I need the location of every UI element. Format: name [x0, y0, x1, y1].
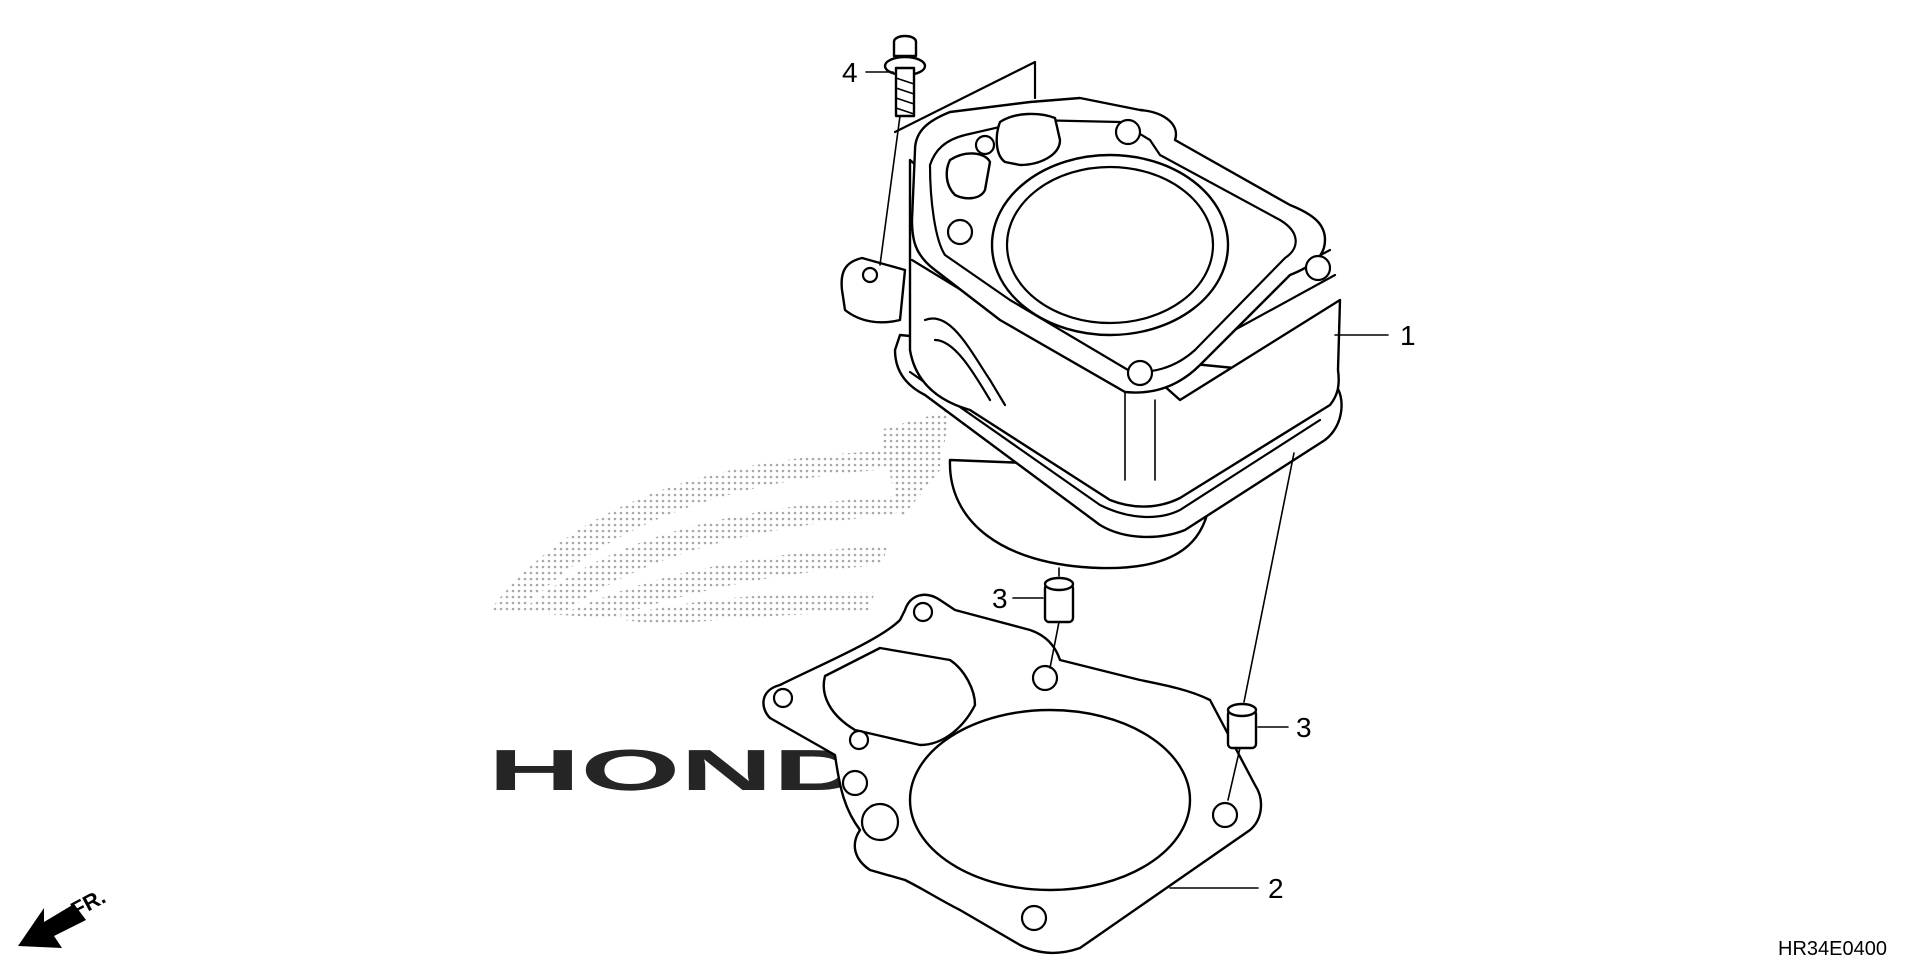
front-arrow-icon — [18, 904, 86, 948]
dowel-pin-upper-drawing — [1043, 567, 1075, 669]
callout-number-4: 4 — [842, 57, 858, 88]
callout-number-3b: 3 — [1296, 712, 1312, 743]
front-direction-marker: FR. — [18, 884, 110, 948]
diagram-code: HR34E0400 — [1778, 938, 1887, 960]
cylinder-drawing — [840, 60, 1343, 570]
honda-watermark: HONDA — [488, 410, 958, 803]
callout-3-lower: 3 — [1257, 712, 1312, 743]
callout-number-1: 1 — [1400, 320, 1416, 351]
gasket-drawing — [762, 593, 1263, 955]
callout-4: 4 — [842, 57, 894, 88]
callout-number-3a: 3 — [992, 583, 1008, 614]
callout-number-2: 2 — [1268, 873, 1284, 904]
honda-wing-icon — [490, 410, 950, 625]
dowel-pin-lower-drawing — [1226, 452, 1295, 801]
callout-1: 1 — [1334, 320, 1416, 351]
bolt-drawing — [879, 34, 927, 266]
callout-2: 2 — [1169, 873, 1284, 904]
callout-3-upper: 3 — [992, 583, 1044, 614]
